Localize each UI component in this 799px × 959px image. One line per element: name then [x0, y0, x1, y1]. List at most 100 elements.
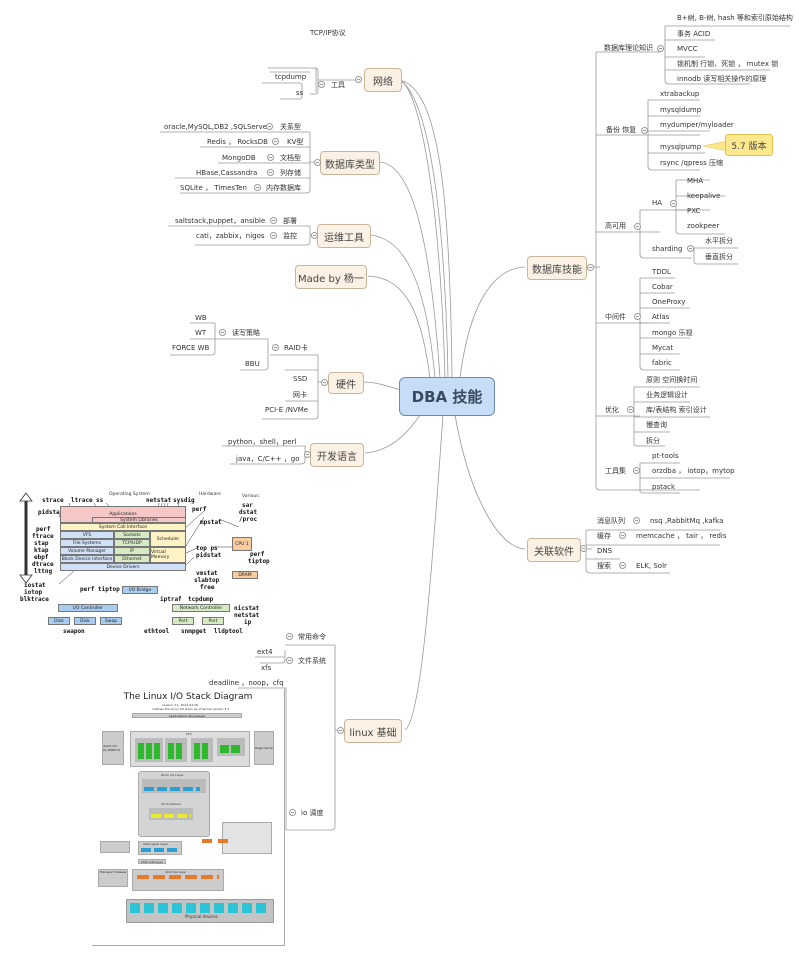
hw-network-controller: Network Controller	[172, 604, 230, 612]
layer-virtual-memory: Virtual Memory	[150, 547, 186, 563]
collapse-toggle[interactable]	[634, 313, 641, 320]
collapse-toggle[interactable]	[267, 154, 274, 161]
dev-lang-item: java，C/C++ ，go	[236, 455, 300, 463]
tool-label: perf tiptop	[80, 586, 120, 593]
collapse-toggle-related[interactable]	[580, 545, 587, 552]
collapse-toggle[interactable]	[219, 329, 226, 336]
db-type-example: SQLite ， TimesTen	[180, 184, 247, 192]
collapse-toggle[interactable]	[619, 562, 626, 569]
ha-tool: keepalive	[687, 192, 721, 200]
optimization-item: 慢查询	[646, 421, 667, 429]
theory-item: B+树, B-树, hash 等和索引原始结构	[677, 14, 793, 22]
ops-tool-example: cati，zabbix，nigos	[196, 232, 265, 240]
collapse-toggle[interactable]	[619, 532, 626, 539]
related-category: 搜索	[597, 562, 611, 570]
tool-label: iptraf	[160, 596, 182, 603]
collapse-toggle[interactable]	[634, 223, 641, 230]
fs-item: xfs	[261, 664, 272, 672]
collapse-toggle[interactable]	[633, 467, 640, 474]
collapse-toggle[interactable]	[289, 809, 296, 816]
collapse-toggle[interactable]	[270, 232, 277, 239]
collapse-toggle[interactable]	[286, 633, 293, 640]
io-stack-title: The Linux I/O Stack Diagram	[123, 692, 253, 702]
connector-madeby	[367, 275, 431, 379]
io-vfs: VFS	[130, 731, 250, 767]
network-item: 工具	[331, 81, 345, 89]
collapse-toggle-linux[interactable]	[337, 727, 344, 734]
tool-label: dstat	[239, 509, 258, 516]
collapse-toggle[interactable]	[633, 517, 640, 524]
toolset-item: orzdba ， iotop，mytop	[652, 467, 735, 475]
collapse-toggle[interactable]	[272, 344, 279, 351]
collapse-toggle[interactable]	[641, 127, 648, 134]
tool-label: iostat	[24, 582, 46, 589]
tool-label: perf	[250, 551, 265, 558]
backup-item: xtrabackup	[660, 90, 700, 98]
db-type-example: HBase,Cassandra	[196, 169, 258, 177]
collapse-toggle[interactable]	[272, 138, 279, 145]
backup-item: mysqldump	[660, 106, 702, 114]
db-skill-category: 高可用	[605, 222, 626, 230]
collapse-toggle-ops-tools[interactable]	[311, 232, 318, 239]
collapse-toggle[interactable]	[687, 245, 694, 252]
branch-db-skills[interactable]: 数据库技能	[527, 256, 587, 280]
perf-diagram-various: Various:	[242, 494, 261, 499]
hw-dram: DRAM	[232, 571, 258, 579]
tool-label: dtrace	[32, 561, 54, 568]
collapse-toggle-dev-lang[interactable]	[304, 451, 311, 458]
io-scsi-mid: SCSI mid layer	[138, 859, 166, 864]
branch-db-types[interactable]: 数据库类型	[320, 151, 380, 175]
tool-label: stap	[34, 540, 49, 547]
perf-diagram-hw-title: Hardware	[199, 492, 221, 497]
tool-label: tcpdump	[188, 596, 214, 603]
collapse-toggle[interactable]	[266, 123, 273, 130]
tool-label: blktrace	[20, 596, 49, 603]
branch-made-by[interactable]: Made by 杨一	[295, 265, 367, 289]
middleware-item: fabric	[652, 359, 672, 367]
collapse-toggle[interactable]	[318, 81, 325, 88]
branch-linux[interactable]: linux 基础	[344, 719, 402, 743]
collapse-toggle[interactable]	[670, 200, 677, 207]
raid-policy: FORCE WB	[172, 344, 210, 352]
collapse-toggle-hardware[interactable]	[321, 379, 328, 386]
branch-dev-lang[interactable]: 开发语言	[310, 443, 364, 467]
tool-label: nicstat	[234, 605, 260, 612]
hardware-item: 网卡	[293, 391, 307, 399]
root-node[interactable]: DBA 技能	[399, 377, 495, 416]
branch-hardware[interactable]: 硬件	[328, 372, 364, 394]
branch-network[interactable]: 网络	[364, 68, 402, 92]
collapse-toggle[interactable]	[657, 45, 664, 52]
layer-ip: IP	[114, 547, 150, 555]
db-type-label: 内存数据库	[266, 184, 301, 192]
collapse-toggle[interactable]	[267, 169, 274, 176]
backup-item: mysqlpump	[660, 143, 702, 151]
optimization-item: 业务逻辑设计	[646, 391, 688, 399]
collapse-toggle-db-types[interactable]	[314, 159, 321, 166]
sharding-type: 水平拆分	[705, 237, 733, 245]
hardware-item: RAID卡	[284, 344, 308, 352]
collapse-toggle[interactable]	[270, 217, 277, 224]
branch-ops-tools[interactable]: 运维工具	[317, 224, 371, 248]
tool-label: /proc	[239, 516, 258, 523]
hw-cpu: CPU 1	[232, 537, 252, 551]
collapse-toggle-db-skills[interactable]	[587, 264, 594, 271]
ops-tool-label: 监控	[283, 232, 297, 240]
collapse-toggle-network[interactable]	[355, 76, 362, 83]
layer-device-drivers: Device Drivers	[60, 563, 186, 571]
collapse-toggle[interactable]	[286, 657, 293, 664]
layer-tcp-udp: TCP/UDP	[114, 539, 150, 547]
collapse-toggle[interactable]	[627, 406, 634, 413]
tool-label: lldptool	[214, 628, 243, 635]
io-apps: Applications (Processes)	[132, 713, 242, 718]
db-skill-category: 中间件	[605, 313, 626, 321]
branch-related-software[interactable]: 关联软件	[527, 538, 581, 562]
connector-opstools	[369, 234, 436, 379]
tool-label: ftrace	[32, 533, 54, 540]
middleware-item: Atlas	[652, 313, 670, 321]
tool-label: top ps	[196, 545, 218, 552]
sharding-type: 垂直拆分	[705, 253, 733, 261]
collapse-toggle[interactable]	[254, 184, 261, 191]
tool-label: sar	[242, 502, 253, 509]
tool-label: vmstat	[196, 570, 218, 577]
backup-item: mydumper/myloader	[660, 121, 734, 129]
